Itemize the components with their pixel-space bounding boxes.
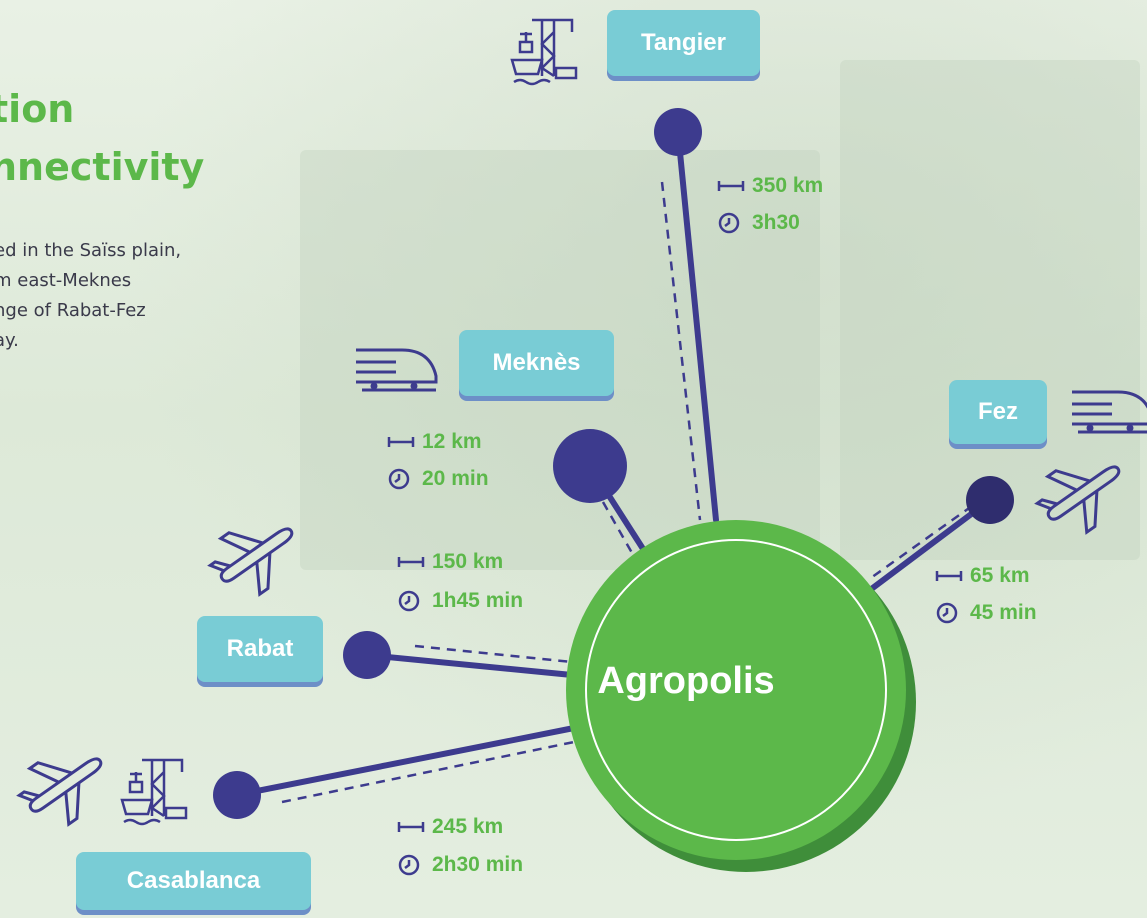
heading-line: nnectivity [0, 145, 205, 189]
clock-icon [398, 854, 420, 876]
time-value: 20 min [422, 467, 489, 490]
page-heading: tion nnectivity [0, 80, 204, 196]
city-label-rabat: Rabat [197, 616, 323, 682]
train-icon [1072, 390, 1147, 434]
airplane-icon [207, 527, 294, 597]
distance-value: 65 km [970, 564, 1030, 587]
dashed-line-meknes [601, 501, 638, 561]
route-time-casablanca: 2h30 min [396, 850, 523, 880]
clock-icon [398, 590, 420, 612]
dashed-line-fez [867, 504, 973, 582]
city-label-meknes: Meknès [459, 330, 614, 396]
distance-value: 350 km [752, 174, 824, 197]
time-value: 2h30 min [432, 853, 524, 876]
connector-casablanca [234, 725, 577, 798]
intro-line: nge of Rabat-Fez [0, 300, 146, 321]
port-crane-icon [510, 18, 578, 86]
route-distance-fez: 65 km [934, 561, 1030, 591]
city-label-tangier: Tangier [607, 10, 760, 76]
distance-icon [397, 822, 425, 832]
intro-line: ay. [0, 330, 19, 351]
dashed-line-rabat [414, 644, 573, 664]
distance-icon [397, 557, 425, 567]
dashed-guides [281, 181, 973, 804]
heading-line: tion [0, 87, 75, 131]
connector-fez [867, 497, 993, 593]
hub-circle [566, 520, 906, 860]
intro-line: m east-Meknes [0, 270, 132, 291]
intro-line: ed in the Saïss plain, [0, 240, 182, 261]
port-crane-icon [120, 758, 188, 826]
dashed-line-casablanca [281, 740, 575, 804]
node-casablanca [213, 771, 261, 819]
time-value: 45 min [970, 601, 1037, 624]
distance-value: 12 km [422, 430, 482, 453]
clock-icon [936, 602, 958, 624]
node-tangier [654, 108, 702, 156]
route-distance-rabat: 150 km [396, 547, 503, 577]
airplane-icon [16, 757, 103, 827]
city-label-fez: Fez [949, 380, 1047, 444]
clock-icon [388, 468, 410, 490]
distance-value: 245 km [432, 815, 504, 838]
time-value: 1h45 min [432, 589, 524, 612]
time-value: 3h30 [752, 211, 800, 234]
distance-value: 150 km [432, 550, 504, 573]
airplane-icon [1034, 465, 1121, 535]
route-time-rabat: 1h45 min [396, 586, 523, 616]
city-label-casablanca: Casablanca [76, 852, 311, 910]
connectors [234, 129, 993, 798]
route-time-tangier: 3h30 [716, 208, 800, 238]
connector-tangier [675, 129, 719, 523]
hub-inner-ring [585, 539, 887, 841]
intro-text: ed in the Saïss plain, m east-Meknes nge… [0, 236, 294, 356]
distance-icon [935, 571, 963, 581]
connector-rabat [364, 652, 575, 678]
node-fez [966, 476, 1014, 524]
distance-icon [387, 437, 415, 447]
route-distance-meknes: 12 km [386, 427, 482, 457]
route-distance-casablanca: 245 km [396, 812, 503, 842]
route-time-meknes: 20 min [386, 464, 489, 494]
train-icon [356, 348, 438, 392]
route-distance-tangier: 350 km [716, 171, 823, 201]
distance-icon [717, 181, 745, 191]
node-meknes [553, 429, 627, 503]
hub-label: Agropolis [597, 660, 775, 702]
clock-icon [718, 212, 740, 234]
route-time-fez: 45 min [934, 598, 1037, 628]
dashed-line-tangier [660, 181, 702, 521]
node-rabat [343, 631, 391, 679]
